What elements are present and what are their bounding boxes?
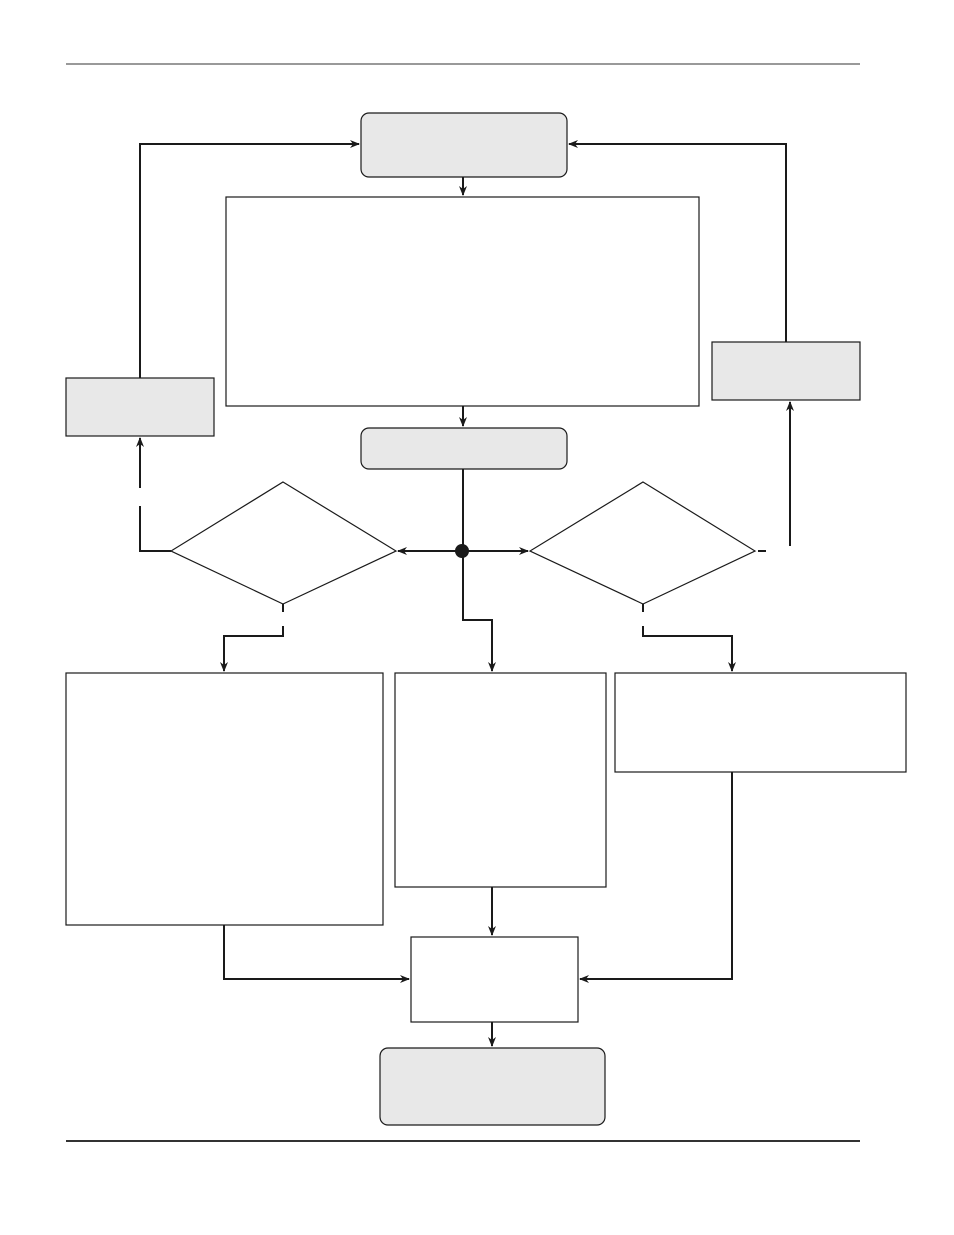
bottom-left-box xyxy=(65,672,384,926)
right-decision-diamond xyxy=(528,481,757,605)
mid-terminal xyxy=(360,427,568,470)
left-side-box xyxy=(65,377,215,437)
connector-left-decision-to-bottom-left xyxy=(220,626,284,672)
connector-left-decision-to-left-side-box xyxy=(139,506,171,552)
top-process-box xyxy=(225,196,700,407)
connector-bottom-left-to-merge xyxy=(223,925,410,983)
connector-bottom-right-to-merge xyxy=(579,772,733,983)
start-terminal xyxy=(360,112,568,178)
merge-box xyxy=(410,936,579,1023)
left-decision-diamond xyxy=(169,481,398,605)
end-terminal xyxy=(379,1047,606,1126)
bottom-center-box xyxy=(394,672,607,888)
bottom-right-box xyxy=(614,672,907,773)
connector-junction-to-center-box xyxy=(462,551,496,672)
connector-right-side-box-to-start xyxy=(568,140,787,342)
right-side-box xyxy=(711,341,861,401)
junction-dot xyxy=(455,544,469,558)
connector-right-decision-to-bottom-right xyxy=(642,626,736,672)
connector-left-side-box-to-start xyxy=(139,140,360,378)
